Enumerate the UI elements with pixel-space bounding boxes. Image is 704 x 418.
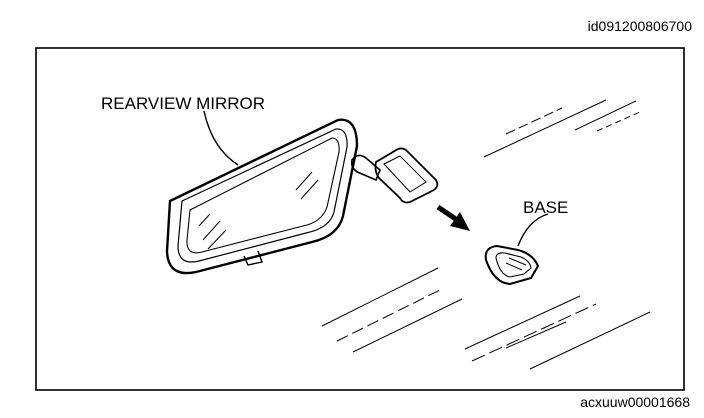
mirror-leader-line [203,110,239,166]
base-leader-line [517,213,549,247]
reference-id: acxuuw00001668 [580,394,690,410]
diagram-frame [35,47,685,391]
rearview-mirror-label: REARVIEW MIRROR [101,94,265,113]
windshield-reflection-lines [321,99,651,370]
mirror-base [484,244,540,286]
removal-direction-arrow [436,204,470,231]
document-id: id091200806700 [587,18,692,34]
base-label: BASE [523,198,568,217]
rearview-mirror [165,118,439,275]
